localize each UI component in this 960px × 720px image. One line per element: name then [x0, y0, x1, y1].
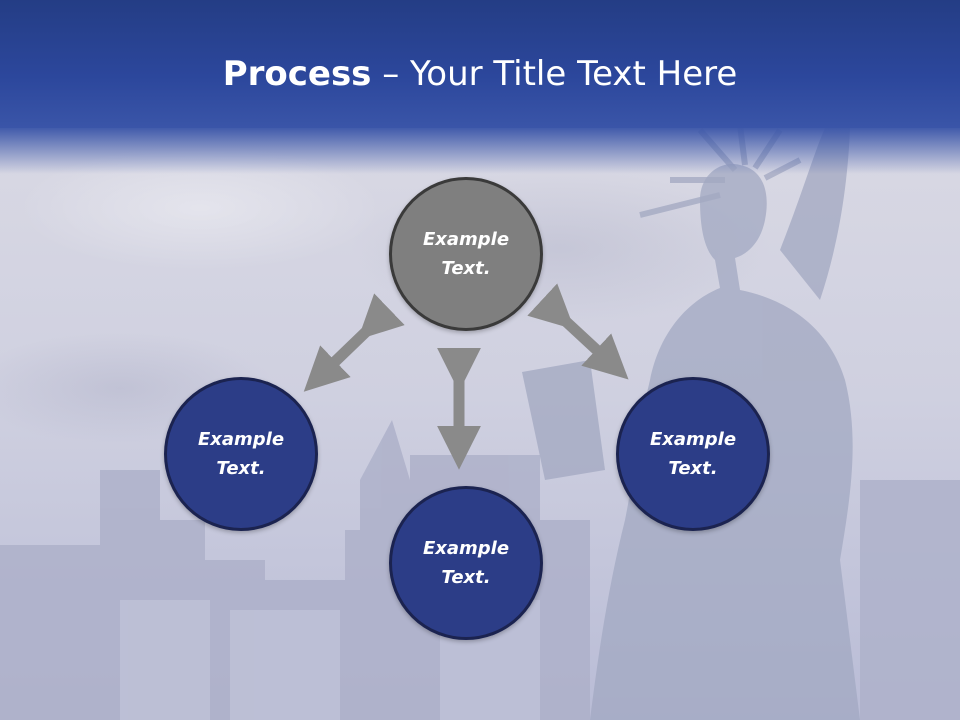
node-right-line2: Text.	[668, 458, 718, 479]
title-rest: – Your Title Text Here	[371, 54, 738, 94]
slide-title: Process – Your Title Text Here	[0, 52, 960, 96]
arrow-top-left	[303, 293, 405, 392]
node-top-line1: Example	[422, 229, 510, 250]
title-bar	[0, 0, 960, 128]
node-bottom-line1: Example	[422, 538, 510, 559]
node-right-line1: Example	[649, 429, 737, 450]
node-left-line1: Example	[197, 429, 285, 450]
title-strong: Process	[222, 54, 372, 94]
node-left-line2: Text.	[216, 458, 266, 479]
arrow-top-right	[527, 283, 629, 380]
title-bar-fade	[0, 128, 960, 174]
node-top-line2: Text.	[441, 258, 491, 279]
node-bottom-line2: Text.	[441, 567, 491, 588]
